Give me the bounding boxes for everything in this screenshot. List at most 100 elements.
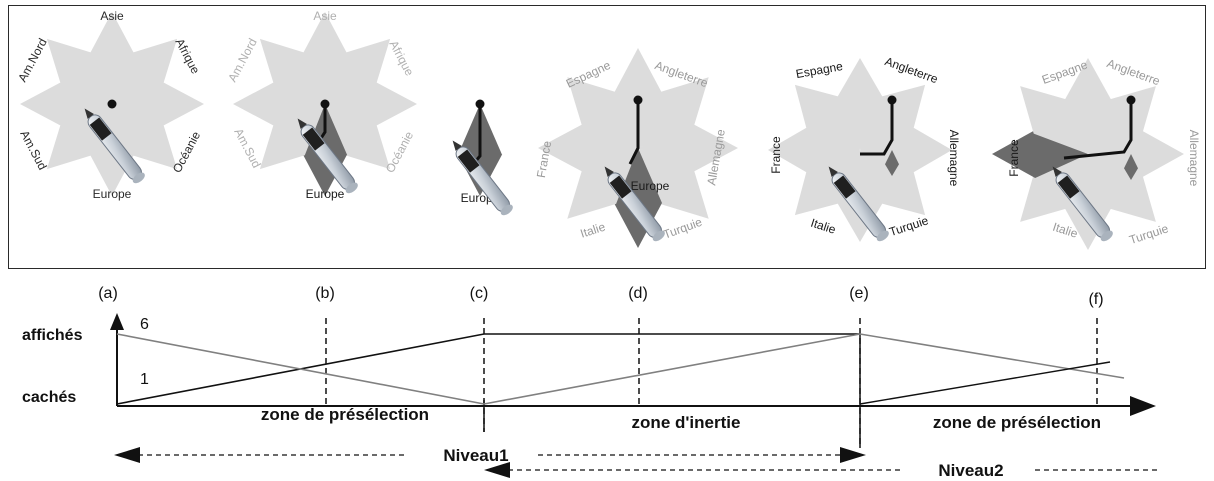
menu-label-ne: Afrique [172,36,202,76]
menu-petal-n [303,12,347,104]
menu-label-e: Océanie [383,129,416,175]
menu-label-n: Asie [100,9,124,23]
menu-petal-ne [325,38,391,104]
menu-petal-nw [259,38,325,104]
gesture-start-dot [320,99,330,109]
menu-label-s: Europe [631,179,670,193]
menu-petal-sw [794,150,860,216]
niveau2-left-arrowhead [484,462,510,478]
menu-label-e: Océanie [170,129,203,175]
menu-label-n: Asie [313,9,337,23]
gesture-stroke [1063,100,1133,160]
gesture-start-dot [633,95,643,105]
niveau1-label: Niveau1 [443,446,508,465]
menu-petal-e [860,126,952,174]
marker-f: (f) [1088,291,1103,308]
menu-label-se: Turquie [1127,221,1170,247]
gesture-stroke [628,100,640,165]
menu-petal-e [112,82,204,126]
menu-petal-e [1088,130,1184,178]
niveau1-right-arrowhead [840,447,866,463]
menu-petal-n [1064,58,1112,154]
menu-label-w: France [769,136,783,174]
menu-petal-nw [46,38,112,104]
stylus-icon [452,140,513,216]
marker-c: (c) [470,285,489,302]
stylus-icon [84,108,145,184]
y-label-affiches: affichés [22,327,83,344]
menu-petal-ne [112,38,178,104]
menu-petal-se [638,148,709,219]
menu-petal-e [638,124,738,172]
value-six: 6 [140,316,149,333]
menu-petal-nw [1020,86,1088,154]
menu-petal-n [90,12,134,104]
menu-petal-ne [1088,86,1156,154]
menu-petal-se [860,150,926,216]
marker-b: (b) [315,285,335,302]
marker-e: (e) [849,285,869,302]
menu-petal-w [233,82,325,126]
zone-preselection-2: zone de présélection [933,413,1101,432]
menu-petal-se [325,104,391,170]
menu-petal-ne [638,77,709,148]
timeline: (a) (b) (c) (d) (e) (f) affichés cachés … [22,285,1158,480]
zone-preselection-1: zone de présélection [261,405,429,424]
stylus-icon [297,118,358,194]
menu-label-ne: Angleterre [1105,56,1162,88]
gesture-start-dot [475,99,485,109]
menu-petal-sw [567,148,638,219]
x-axis-arrowhead [1130,396,1156,416]
displayed-count-level2 [483,333,1125,405]
menu-petal-e [325,82,417,126]
menu-label-w: France [1007,139,1021,177]
menu-panel-3: Europe [452,99,513,216]
displayed-count-level1 [116,333,860,405]
menu-label-e: Allemagne [1187,130,1201,187]
menu-petal-w [538,124,638,172]
hidden-count-level1 [116,333,485,405]
hidden-count-level2 [859,361,1111,405]
menu-label-nw: Am.Nord [225,36,260,84]
menu-label-ne: Afrique [386,38,416,78]
gesture-start-dot [887,95,897,105]
gesture-start-dot [1126,95,1136,105]
menu-label-sw: Italie [809,216,838,237]
menu-label-nw: Espagne [795,59,844,81]
menu-petal-nw [567,77,638,148]
y-axis-arrowhead [110,313,124,330]
menu-label-sw: Italie [579,220,608,241]
menu-label-w: France [534,139,554,179]
menu-petal-sw [259,104,325,170]
marker-a: (a) [98,285,118,302]
menu-petal-se [112,104,178,170]
menu-petal-active [1124,154,1138,180]
menu-petal-w [768,126,860,174]
niveau2-label: Niveau2 [938,461,1003,480]
menu-petal-w [992,130,1088,178]
menu-label-e: Allemagne [947,130,961,187]
menu-petal-n [836,58,884,150]
menu-petal-w [20,82,112,126]
marker-d: (d) [628,285,648,302]
menu-label-s: Europe [93,187,132,201]
stylus-icon [1052,166,1113,242]
niveau1-left-arrowhead [114,447,140,463]
y-label-caches: cachés [22,389,76,406]
menu-label-ne: Angleterre [883,54,940,86]
gesture-start-dot [107,99,117,109]
menu-petal-se [1088,154,1156,222]
gesture-stroke [860,100,894,156]
menu-label-w: Am.Sud [231,126,263,170]
menu-petal-sw [1020,154,1088,222]
zone-inertie: zone d'inertie [632,413,741,432]
menu-label-se: Turquie [887,213,930,239]
menu-label-w: Am.Sud [17,128,49,172]
stylus-icon [604,166,665,242]
